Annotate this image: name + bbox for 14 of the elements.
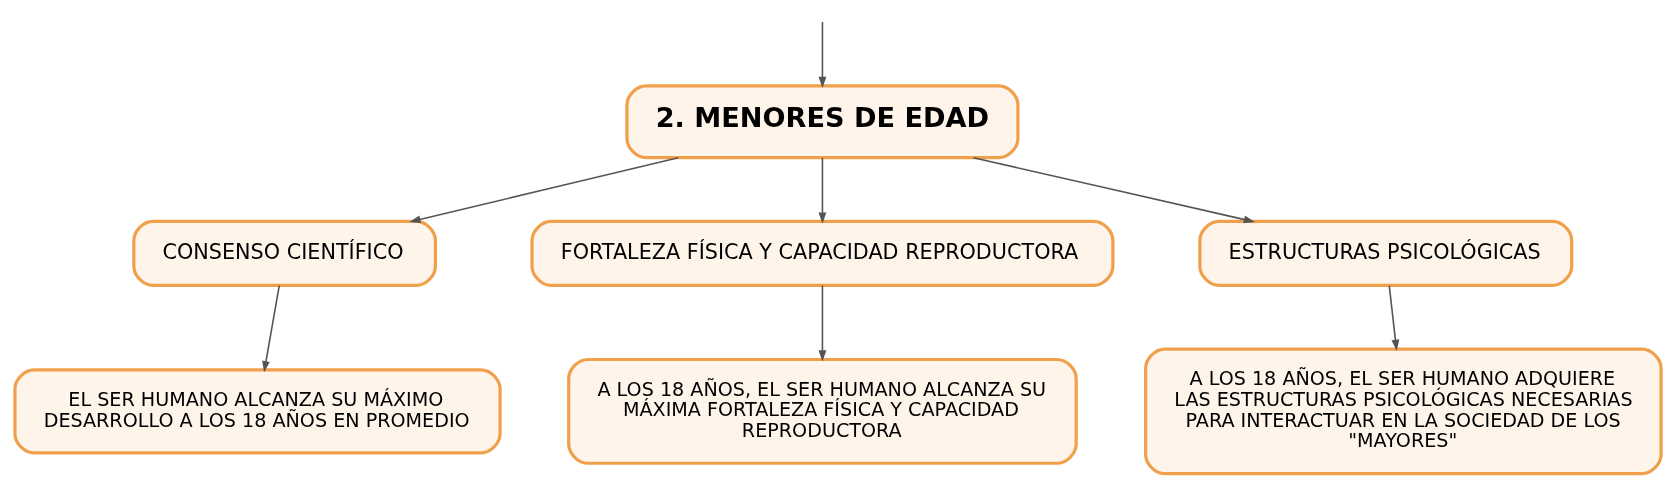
arrow [1388,284,1400,351]
arrow [972,156,1256,224]
node-box: 2. MENORES DE EDAD [625,84,1020,160]
node-box: FORTALEZA FÍSICA Y CAPACIDAD REPRODUCTORA [530,219,1115,287]
arrow [818,21,827,88]
node-box: EL SER HUMANO ALCANZA SU MÁXIMO DESARROLLO A LOS 18 AÑOS EN PROMEDIO [13,368,502,455]
node-box: ESTRUCTURAS PSICOLÓGICAS [1198,219,1574,287]
arrow [818,156,827,224]
arrow [818,284,827,362]
node-box: CONSENSO CIENTÍFICO [132,219,438,287]
arrow [409,156,680,224]
node-box: A LOS 18 AÑOS, EL SER HUMANO ALCANZA SU MÁXIMA FORTALEZA FÍSICA Y CAPACIDAD REPRODUCTORA [567,357,1078,465]
arrow [262,284,281,373]
node-box: A LOS 18 AÑOS, EL SER HUMANO ADQUIERE LAS ESTRUCTURAS PSICOLÓGICAS NECESARIAS PARA INTERACTUAR EN LA SOCIEDAD DE LOS "MAYORES" [1144,347,1663,476]
